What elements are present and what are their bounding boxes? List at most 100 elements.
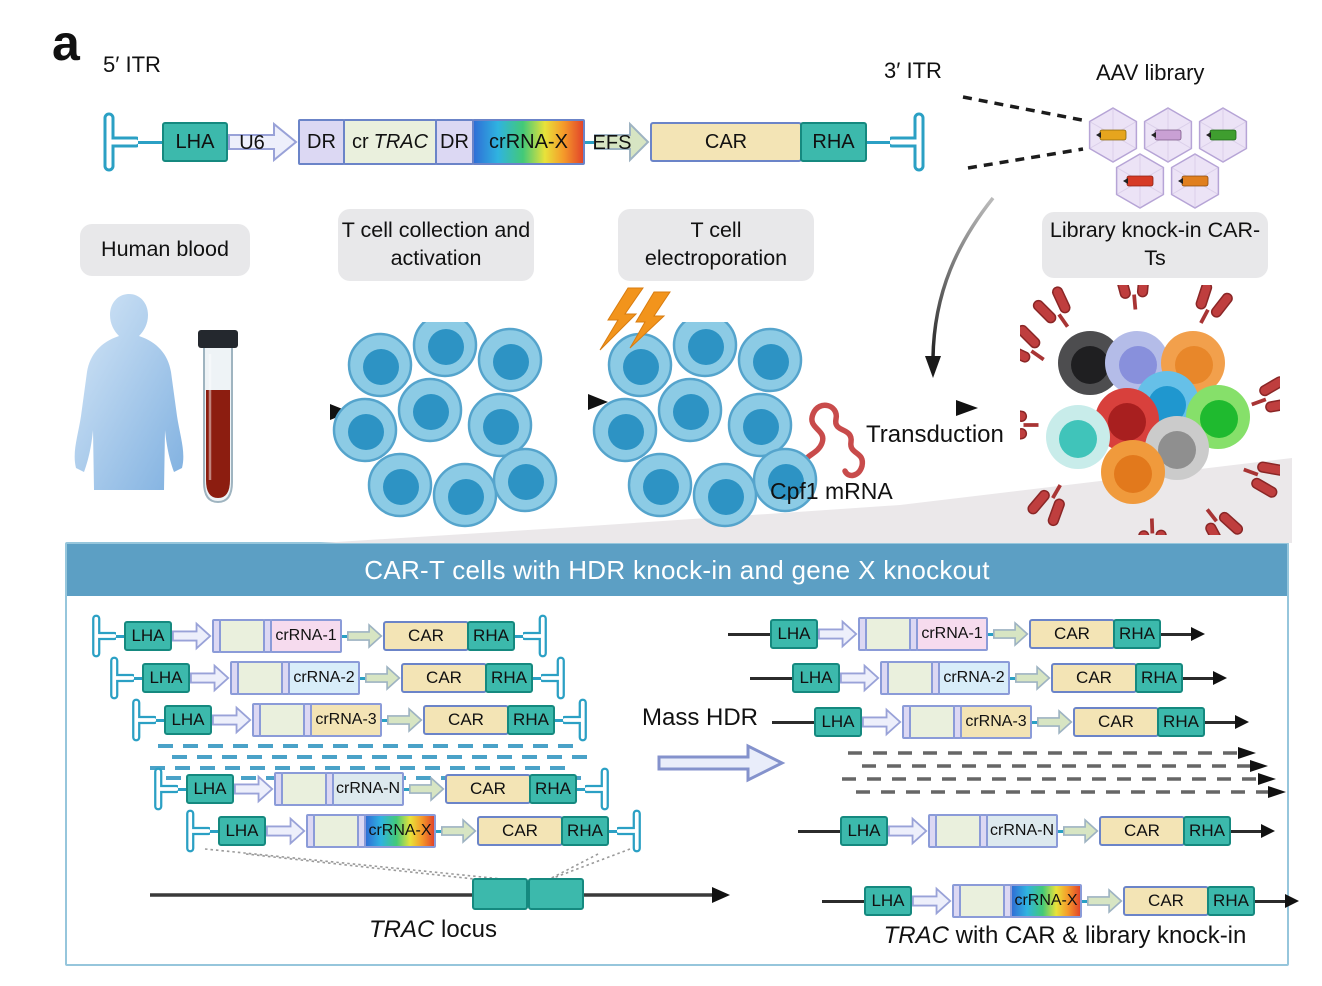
lha-box: LHA [162, 122, 228, 162]
crrna-box: crRNA-X [1010, 884, 1082, 918]
u6-promoter-arrow: U6 [228, 121, 298, 163]
tcell-cluster-1 [332, 322, 558, 528]
rha-box: RHA [507, 705, 555, 735]
crispr-cassette: crRNA-3 [902, 705, 1032, 739]
crispr-cassette: crRNA-2 [880, 661, 1010, 695]
trac-exon-box [528, 878, 584, 910]
bottom-panel-header: CAR-T cells with HDR knock-in and gene X… [67, 544, 1287, 596]
lha-box: LHA [164, 705, 212, 735]
efs-arrow [387, 707, 423, 733]
crrna-box: crRNA-X [364, 814, 436, 848]
rha-box: RHA [1113, 619, 1161, 649]
cpf1-mrna-label: Cpf1 mRNA [770, 478, 893, 504]
step-library-knockin: Library knock-in CAR-Ts [1042, 212, 1268, 278]
rha-box: RHA [467, 621, 515, 651]
trac-result-label: TRAC with CAR & library knock-in [883, 922, 1247, 949]
blood-tube-icon [198, 330, 238, 504]
library-ellipsis-right [842, 751, 1268, 794]
itr-3-icon [890, 110, 930, 174]
crispr-cassette: crRNA-1 [858, 617, 988, 651]
car-box: CAR [383, 621, 469, 651]
itr5-label: 5′ ITR [103, 52, 161, 77]
car-box: CAR [1099, 816, 1185, 846]
cart-cell-cluster [1020, 285, 1280, 535]
promoter-arrow [172, 621, 212, 651]
crispr-cassette: crRNA-N [274, 772, 404, 806]
crrna-x-box: crRNA-X [472, 119, 585, 165]
rha-box: RHA [561, 816, 609, 846]
trac-exon-box [472, 878, 528, 910]
crrna-box: crRNA-N [332, 772, 404, 806]
promoter-arrow [840, 663, 880, 693]
crispr-cassette: crRNA-X [952, 884, 1082, 918]
lha-box: LHA [792, 663, 840, 693]
bottom-panel-title: CAR-T cells with HDR knock-in and gene X… [364, 554, 990, 585]
rha-box: RHA [529, 774, 577, 804]
aav-dash-bottom [967, 147, 1084, 170]
aav-library-label: AAV library [1096, 60, 1205, 85]
car-box: CAR [477, 816, 563, 846]
rha-box: RHA [1157, 707, 1205, 737]
crrna-box: crRNA-1 [916, 617, 988, 651]
efs-arrow [1063, 818, 1099, 844]
mass-hdr-arrow [657, 743, 786, 783]
dr-box: DR [435, 119, 474, 165]
efs-arrow [1087, 888, 1123, 914]
car-box: CAR [423, 705, 509, 735]
car-box: CAR [650, 122, 802, 162]
itr-left-icon [182, 805, 210, 857]
lha-box: LHA [142, 663, 190, 693]
lha-box: LHA [770, 619, 818, 649]
efs-arrow [993, 621, 1029, 647]
integration-dotted-lines [204, 848, 631, 885]
curved-arrow [931, 196, 995, 359]
itr-right-icon [563, 694, 591, 746]
itr-5-icon [98, 110, 138, 174]
car-box: CAR [1051, 663, 1137, 693]
promoter-arrow [912, 886, 952, 916]
car-box: CAR [1123, 886, 1209, 916]
itr-left-icon [150, 763, 178, 815]
car-box: CAR [445, 774, 531, 804]
svg-text:U6: U6 [239, 132, 265, 154]
crispr-cassette: crRNA-3 [252, 703, 382, 737]
promoter-arrow [266, 816, 306, 846]
svg-text:EFS: EFS [594, 132, 631, 154]
transduction-label: Transduction [866, 421, 1004, 448]
promoter-arrow [234, 774, 274, 804]
figure-panel-label: a [52, 15, 80, 71]
efs-promoter-arrow: EFS [594, 121, 650, 163]
rha-box: RHA [485, 663, 533, 693]
step-tcell-electroporation: T cell electroporation [618, 209, 814, 281]
cpf1-mrna-icon [801, 402, 866, 479]
dr-box: DR [298, 119, 345, 165]
crrna-box: crRNA-N [986, 814, 1058, 848]
lha-box: LHA [864, 886, 912, 916]
car-box: CAR [1029, 619, 1115, 649]
human-silhouette-icon [74, 294, 184, 490]
aav-dash-top [962, 95, 1088, 123]
electroporation-bolt-icon [599, 287, 671, 351]
rha-box: RHA [800, 122, 867, 162]
promoter-arrow [888, 816, 928, 846]
step-human-blood: Human blood [80, 224, 250, 276]
promoter-arrow [862, 707, 902, 737]
itr3-label: 3′ ITR [884, 58, 942, 83]
crrna-box: crRNA-2 [288, 661, 360, 695]
itr-right-icon [617, 805, 645, 857]
aav-library-icons [1088, 107, 1248, 209]
rha-box: RHA [1135, 663, 1183, 693]
lha-box: LHA [186, 774, 234, 804]
crrna-box: crRNA-2 [938, 661, 1010, 695]
